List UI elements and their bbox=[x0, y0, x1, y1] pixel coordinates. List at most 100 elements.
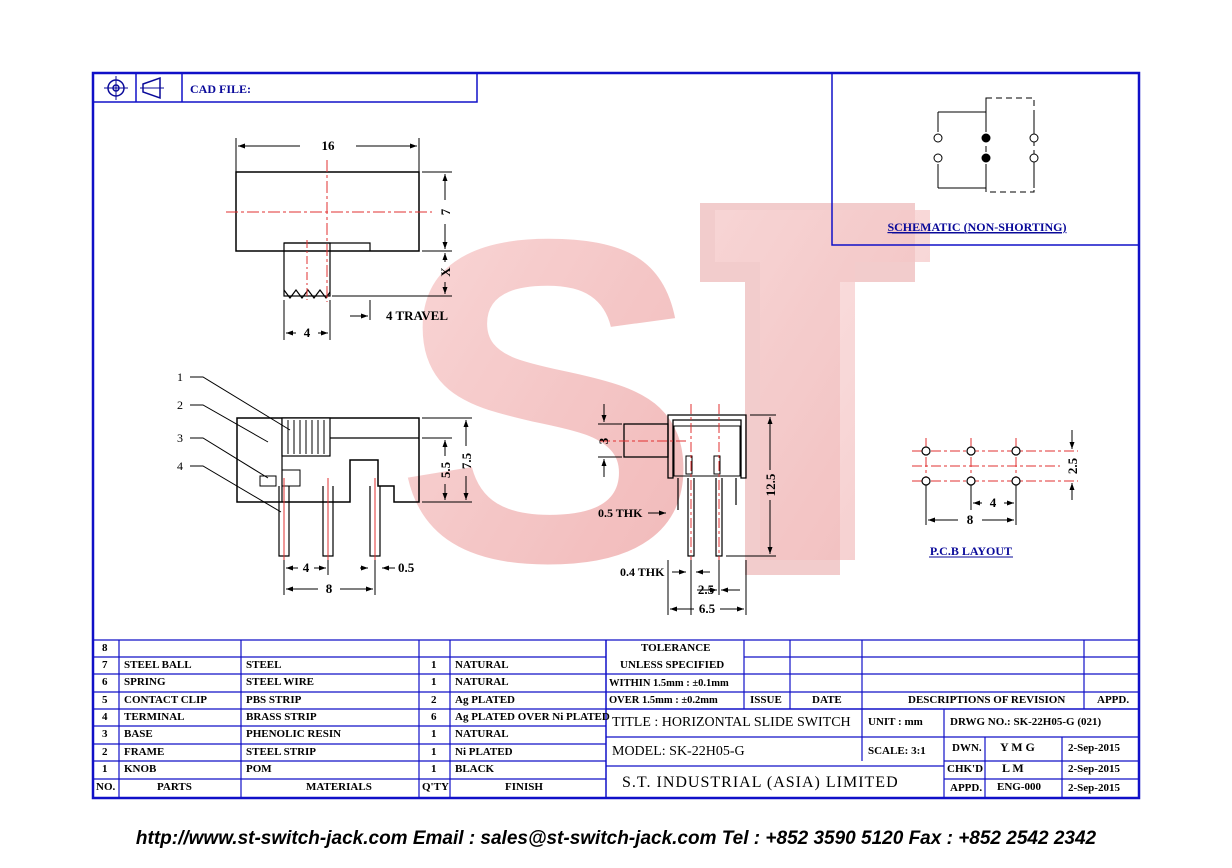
chkd-date: 2-Sep-2015 bbox=[1068, 763, 1120, 775]
bom-part: TERMINAL bbox=[124, 711, 185, 723]
dim-front-2-5: 2.5 bbox=[698, 582, 715, 597]
drawing-title: TITLE : HORIZONTAL SLIDE SWITCH bbox=[612, 715, 851, 730]
callout-2: 2 bbox=[177, 398, 183, 412]
dwn-label: DWN. bbox=[952, 742, 982, 754]
drawing-number: DRWG NO.: SK-22H05-G (021) bbox=[950, 716, 1102, 728]
callout-4: 4 bbox=[177, 459, 183, 473]
dim-thk-0-4: 0.4 THK bbox=[620, 565, 665, 579]
projection-symbol-icon bbox=[104, 76, 164, 100]
outer-border bbox=[91, 71, 1141, 800]
callout-3: 3 bbox=[177, 431, 183, 445]
dwn-date: 2-Sep-2015 bbox=[1068, 742, 1120, 754]
pcb-layout-label: P.C.B LAYOUT bbox=[930, 544, 1012, 558]
cad-header: CAD FILE: bbox=[92, 72, 478, 103]
company-name: S.T. INDUSTRIAL (ASIA) LIMITED bbox=[622, 774, 899, 791]
chkd-label: CHK'D bbox=[947, 763, 984, 775]
appd-name: ENG-000 bbox=[997, 781, 1041, 793]
top-view: 16 7 X 4 4 TRAVEL bbox=[226, 138, 453, 340]
bom-no: 6 bbox=[102, 676, 108, 688]
side-view: 1 2 3 4 7.5 5.5 4 8 0.5 bbox=[177, 370, 474, 596]
dim-pitch-8: 8 bbox=[326, 581, 333, 596]
bom-finish: NATURAL bbox=[455, 676, 509, 688]
callout-1: 1 bbox=[177, 370, 183, 384]
bom-part: CONTACT CLIP bbox=[124, 694, 208, 706]
bom-no: 3 bbox=[102, 728, 108, 740]
appd-header: APPD. bbox=[1097, 694, 1130, 706]
dim-front-12-5: 12.5 bbox=[763, 473, 778, 496]
dwn-name: Y M G bbox=[1000, 740, 1035, 754]
bom-finish: NATURAL bbox=[455, 728, 509, 740]
bom-header-materials: MATERIALS bbox=[306, 781, 372, 793]
front-view: 3 12.5 0.5 THK 0.4 THK 2.5 6.5 bbox=[596, 404, 778, 616]
chkd-name: L M bbox=[1002, 761, 1024, 775]
bom-material: PHENOLIC RESIN bbox=[246, 728, 342, 740]
bom-header-qty: Q'TY bbox=[422, 781, 449, 793]
bom-qty: 1 bbox=[431, 676, 437, 688]
bom-finish: Ag PLATED OVER Ni PLATED bbox=[455, 711, 610, 723]
bom-no: 5 bbox=[102, 694, 108, 706]
bom-grid bbox=[93, 639, 1139, 798]
bom-finish: Ni PLATED bbox=[455, 746, 513, 758]
schematic: SCHEMATIC (NON-SHORTING) bbox=[831, 72, 1140, 246]
appd-date: 2-Sep-2015 bbox=[1068, 782, 1120, 794]
dim-thk-0-5: 0.5 THK bbox=[598, 506, 643, 520]
appd-label: APPD. bbox=[950, 782, 983, 794]
dim-5-5: 5.5 bbox=[438, 461, 453, 478]
dim-front-6-5: 6.5 bbox=[699, 601, 716, 616]
dim-travel: 4 TRAVEL bbox=[386, 308, 448, 323]
descriptions-header: DESCRIPTIONS OF REVISION bbox=[908, 694, 1066, 706]
bom-qty: 6 bbox=[431, 711, 437, 723]
scale-label: SCALE: 3:1 bbox=[868, 745, 926, 757]
dim-pcb-4: 4 bbox=[990, 495, 997, 510]
bom-material: PBS STRIP bbox=[246, 694, 302, 706]
bom-no: 2 bbox=[102, 746, 108, 758]
bom-header-no: NO. bbox=[96, 781, 116, 793]
cad-file-label: CAD FILE: bbox=[190, 82, 251, 96]
bom-qty: 2 bbox=[431, 694, 437, 706]
bom-qty: 1 bbox=[431, 728, 437, 740]
dim-pcb-8: 8 bbox=[967, 512, 974, 527]
dim-pitch-4: 4 bbox=[303, 560, 310, 575]
date-header: DATE bbox=[812, 694, 842, 706]
tolerance-within: WITHIN 1.5mm : ±0.1mm bbox=[609, 678, 729, 689]
bom-finish: BLACK bbox=[455, 763, 495, 775]
tolerance-label: TOLERANCE bbox=[641, 642, 711, 654]
bom-part: BASE bbox=[124, 728, 153, 740]
bom-no: 4 bbox=[102, 711, 108, 723]
bom-qty: 1 bbox=[431, 746, 437, 758]
bom-material: STEEL bbox=[246, 659, 282, 671]
bom-part: STEEL BALL bbox=[124, 659, 192, 671]
dim-7: 7 bbox=[438, 208, 453, 215]
pcb-layout: 2.5 4 8 P.C.B LAYOUT bbox=[912, 430, 1080, 558]
model-label: MODEL: SK-22H05-G bbox=[612, 744, 745, 759]
bom-no: 7 bbox=[102, 659, 108, 671]
bom-qty: 1 bbox=[431, 659, 437, 671]
unless-specified: UNLESS SPECIFIED bbox=[620, 659, 725, 671]
schematic-label: SCHEMATIC (NON-SHORTING) bbox=[887, 220, 1066, 234]
dim-pin-0-5: 0.5 bbox=[398, 560, 415, 575]
bom-part: SPRING bbox=[124, 676, 166, 688]
bom-part: FRAME bbox=[124, 746, 165, 758]
bom-no: 1 bbox=[102, 763, 108, 775]
bom-finish: NATURAL bbox=[455, 659, 509, 671]
bom-qty: 1 bbox=[431, 763, 437, 775]
bom-material: BRASS STRIP bbox=[246, 711, 317, 723]
footer-contact: http://www.st-switch-jack.com Email : sa… bbox=[135, 828, 1097, 849]
bom-no: 8 bbox=[102, 642, 108, 654]
dim-front-3: 3 bbox=[596, 437, 611, 444]
bom-header-finish: FINISH bbox=[505, 781, 543, 793]
watermark-s: S bbox=[395, 145, 702, 658]
issue-header: ISSUE bbox=[750, 694, 782, 706]
dim-7-5: 7.5 bbox=[459, 452, 474, 469]
dim-pcb-2-5: 2.5 bbox=[1065, 457, 1080, 474]
bom-material: POM bbox=[246, 763, 272, 775]
dim-x: X bbox=[438, 267, 453, 277]
bom-material: STEEL WIRE bbox=[246, 676, 314, 688]
bom-part: KNOB bbox=[124, 763, 157, 775]
tolerance-over: OVER 1.5mm : ±0.2mm bbox=[609, 695, 718, 706]
bom-material: STEEL STRIP bbox=[246, 746, 317, 758]
bom-finish: Ag PLATED bbox=[455, 694, 515, 706]
dim-16: 16 bbox=[322, 138, 336, 153]
watermark-logo: S bbox=[395, 145, 930, 658]
